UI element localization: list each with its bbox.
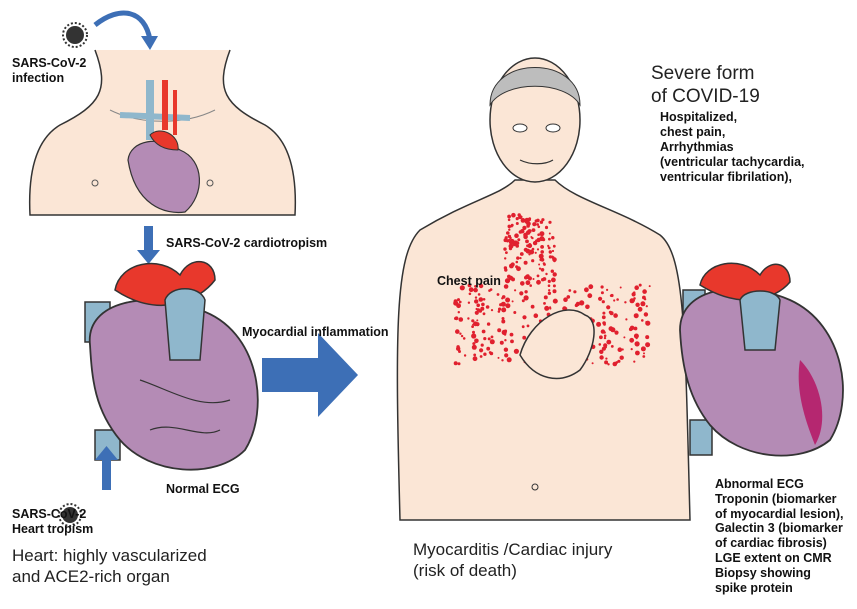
- chest-pain-label: Chest pain: [437, 274, 501, 289]
- myocardial-inflammation-label: Myocardial inflammation: [242, 325, 389, 340]
- clinical-findings-list: Abnormal ECG Troponin (biomarker of myoc…: [715, 477, 844, 595]
- cardiotropism-label: SARS-CoV-2 cardiotropism: [166, 236, 327, 251]
- heart-injured: [680, 263, 843, 455]
- severe-covid-details: Hospitalized, chest pain, Arrhythmias (v…: [660, 110, 805, 185]
- down-arrow-cardiotropism: [137, 226, 160, 264]
- virus-particle-top: [63, 23, 87, 47]
- progression-arrow: [262, 333, 358, 417]
- normal-ecg-label: Normal ECG: [166, 482, 240, 497]
- patient-figure: [397, 58, 690, 520]
- heart-tropism-label: SARS-CoV-2 Heart tropism: [12, 507, 93, 537]
- myocarditis-caption: Myocarditis /Cardiac injury (risk of dea…: [413, 539, 612, 581]
- heart-large: [85, 262, 258, 470]
- curved-infection-arrow: [95, 13, 150, 40]
- severe-covid-title: Severe form of COVID-19: [651, 62, 760, 108]
- infection-label: SARS-CoV-2 infection: [12, 56, 86, 86]
- heart-caption: Heart: highly vascularized and ACE2-rich…: [12, 545, 207, 587]
